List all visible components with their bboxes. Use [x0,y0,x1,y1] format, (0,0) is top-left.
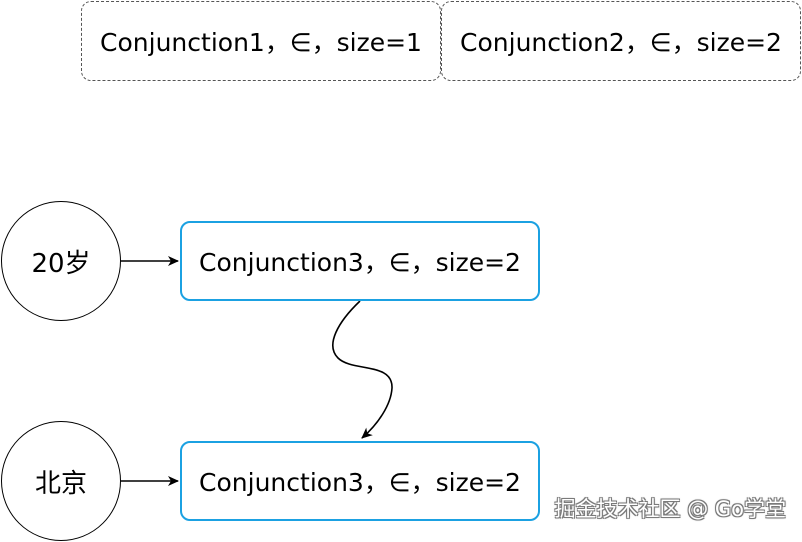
top-box-conjunction1-label: Conjunction1，∈，size=1 [100,28,422,57]
conjunction3-box-lower: Conjunction3，∈，size=2 [180,441,540,521]
conjunction3-box-lower-label: Conjunction3，∈，size=2 [199,468,521,497]
node-city-label: 北京 [34,468,87,499]
conjunction3-box-upper: Conjunction3，∈，size=2 [180,221,540,301]
conjunction3-box-upper-label: Conjunction3，∈，size=2 [199,248,521,277]
node-age-label: 20岁 [31,248,91,279]
top-box-conjunction2: Conjunction2，∈，size=2 [441,1,801,81]
top-box-conjunction1: Conjunction1，∈，size=1 [81,1,441,81]
node-city: 北京 [1,421,121,541]
edge-upper-to-lower-box [332,300,393,439]
watermark: 掘金技术社区 @ Go学堂 [554,497,786,521]
node-age: 20岁 [1,201,121,321]
top-box-conjunction2-label: Conjunction2，∈，size=2 [460,28,782,57]
